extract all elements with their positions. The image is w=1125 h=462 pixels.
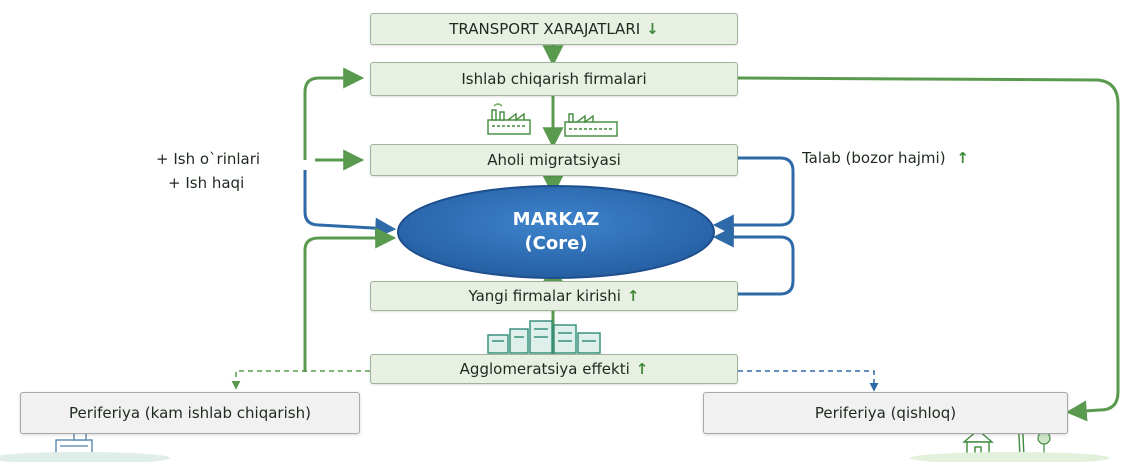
up-arrow-icon: ↑ xyxy=(626,287,640,305)
agglomeration-effect-label: Agglomeratsiya effekti xyxy=(459,360,630,378)
factory-icon xyxy=(487,103,531,135)
city-buildings-icon xyxy=(487,320,601,354)
population-migration-box: Aholi migratsiyasi xyxy=(370,144,738,176)
ground-right xyxy=(910,452,1110,462)
up-arrow-icon: ↑ xyxy=(956,149,969,167)
periphery-right-box: Periferiya (qishloq) xyxy=(703,392,1068,434)
arrow-left-loop-to-firms xyxy=(303,67,365,160)
core-ellipse xyxy=(397,185,715,279)
demand-text: Talab (bozor hajmi) xyxy=(802,149,946,167)
arrow-periphery-left-to-core xyxy=(303,227,397,372)
demand-label: Talab (bozor hajmi) ↑ xyxy=(802,149,969,167)
production-firms-box: Ishlab chiqarish firmalari xyxy=(370,62,738,96)
arrow-migration-blue-to-core xyxy=(712,156,795,236)
wages-label: + Ish haqi xyxy=(168,174,245,192)
periphery-left-box: Periferiya (kam ishlab chiqarish) xyxy=(20,392,360,434)
agglomeration-effect-box: Agglomeratsiya effekti ↑ xyxy=(370,354,738,384)
new-firms-entry-label: Yangi firmalar kirishi xyxy=(468,287,621,305)
arrow-newfirms-loop-to-core xyxy=(712,226,795,296)
arrow-left-blue-to-core xyxy=(303,170,397,239)
production-firms-label: Ishlab chiqarish firmalari xyxy=(461,70,647,88)
dashed-agglomeration-to-periphery-left xyxy=(231,370,370,390)
dashed-agglomeration-to-periphery-right xyxy=(738,370,879,392)
up-arrow-icon: ↑ xyxy=(635,360,649,378)
arrow-firms-to-periphery-right xyxy=(737,76,1120,422)
transport-costs-label: TRANSPORT XARAJATLARI xyxy=(449,20,641,38)
periphery-left-label: Periferiya (kam ishlab chiqarish) xyxy=(69,404,311,422)
population-migration-label: Aholi migratsiyasi xyxy=(487,151,621,169)
jobs-label: + Ish o`rinlari xyxy=(156,150,261,168)
transport-costs-box: TRANSPORT XARAJATLARI ↓ xyxy=(370,13,738,45)
tree-icon xyxy=(1037,431,1051,454)
factory-icon xyxy=(564,113,618,137)
new-firms-entry-box: Yangi firmalar kirishi ↑ xyxy=(370,281,738,311)
ground-left xyxy=(0,452,170,462)
periphery-right-label: Periferiya (qishloq) xyxy=(814,404,957,422)
down-arrow-icon: ↓ xyxy=(646,20,659,38)
